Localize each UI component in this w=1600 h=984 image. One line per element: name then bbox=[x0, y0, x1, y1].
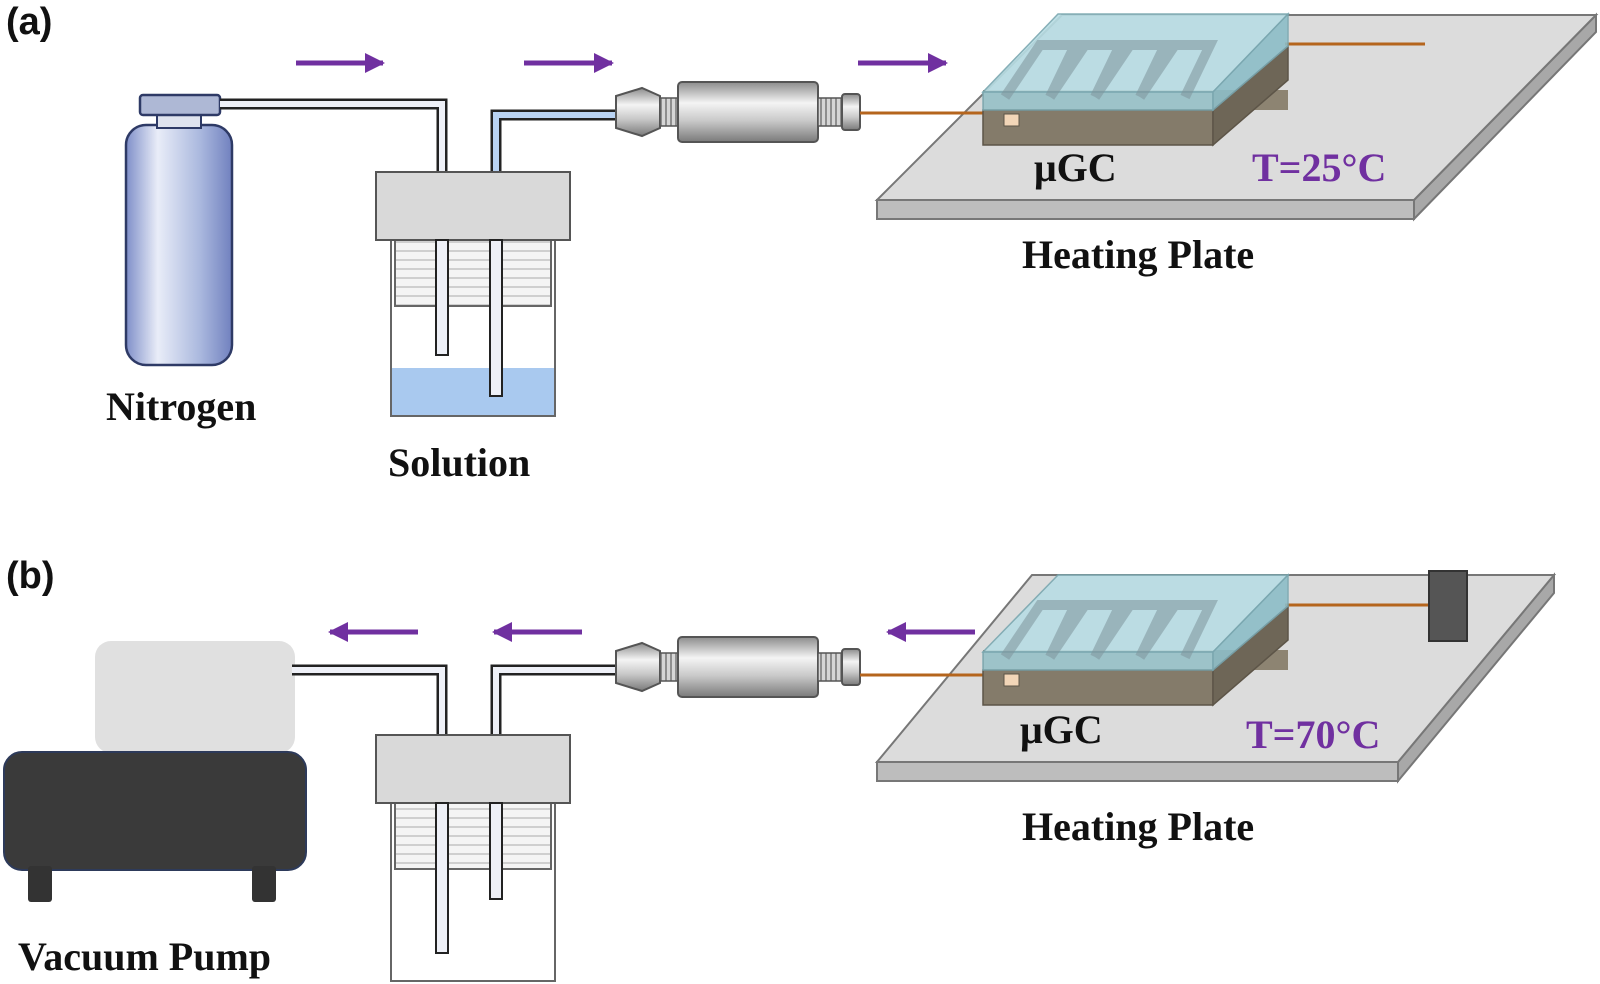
outlet-tube bbox=[490, 109, 615, 172]
union-fitting-b bbox=[615, 636, 861, 698]
trap-inlet-tube bbox=[490, 664, 615, 738]
dip-tube-short bbox=[435, 239, 449, 356]
ugc-label-a: μGC bbox=[1034, 145, 1117, 190]
union-fitting bbox=[615, 81, 861, 143]
heating-plate-label-a: Heating Plate bbox=[1022, 232, 1254, 277]
ugc-chip-b bbox=[981, 573, 1290, 707]
ugc-chip-a bbox=[981, 12, 1290, 147]
nitrogen-cylinder bbox=[124, 93, 234, 367]
nitrogen-label: Nitrogen bbox=[106, 384, 256, 429]
solution-label: Solution bbox=[388, 440, 530, 485]
dip-tube-long bbox=[489, 239, 503, 397]
pump-tube bbox=[292, 664, 448, 738]
bottle-neck-thread bbox=[394, 802, 552, 870]
inlet-tube bbox=[220, 98, 448, 172]
vacuum-pump-label: Vacuum Pump bbox=[18, 934, 271, 979]
bottle-neck-thread bbox=[394, 239, 552, 307]
ugc-label-b: μGC bbox=[1020, 707, 1103, 752]
column-end-cap bbox=[1428, 570, 1468, 642]
temperature-label-b: T=70°C bbox=[1246, 712, 1380, 757]
chip-port bbox=[1003, 673, 1020, 687]
panel-a-tag: (a) bbox=[6, 1, 52, 43]
panel-a: (a) Nitrogen Solutio bbox=[6, 1, 1599, 485]
chip-port bbox=[1003, 113, 1020, 127]
dip-tube-long bbox=[435, 802, 449, 954]
serpentine-channel bbox=[1000, 40, 1218, 100]
trap-bottle bbox=[375, 734, 571, 982]
solution-bottle bbox=[375, 171, 571, 417]
serpentine-channel bbox=[1000, 600, 1218, 660]
panel-b-tag: (b) bbox=[6, 555, 55, 597]
vacuum-pump bbox=[3, 641, 307, 902]
panel-b: (b) Vacuum Pump bbox=[3, 555, 1557, 982]
bottle-cap bbox=[375, 734, 571, 804]
solution-liquid bbox=[392, 368, 554, 415]
dip-tube-short bbox=[489, 802, 503, 900]
heating-plate-label-b: Heating Plate bbox=[1022, 804, 1254, 849]
temperature-label-a: T=25°C bbox=[1252, 145, 1386, 190]
bottle-cap bbox=[375, 171, 571, 241]
